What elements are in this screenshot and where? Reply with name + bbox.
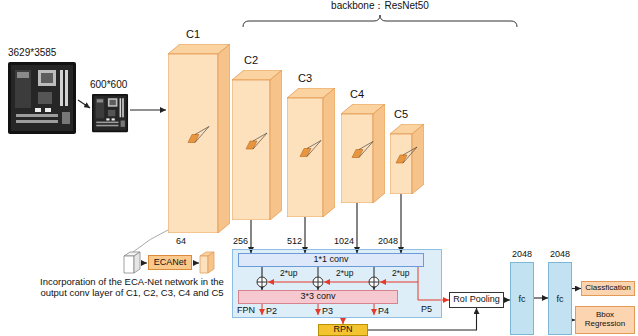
channel-count: 256 [226,236,248,246]
layer-name: fc [518,294,525,304]
module-name: ECANet [154,258,187,268]
layer-name: C3 [287,72,323,85]
feature-block [168,44,230,233]
layer-name: C4 [341,88,373,101]
panel-name: FPN [237,305,255,316]
sum-circle [369,277,379,287]
operation-label: 2*up [280,269,298,279]
fpn-panel: FPN 1*1 conv 3*3 conv [232,249,442,318]
layer-name: C1 [168,28,218,41]
feature-map: C5 [390,108,424,194]
feature-map: C1 [168,28,230,233]
feature-block [390,124,424,194]
level-label: P2 [266,306,277,316]
fc-block: fc [548,262,572,335]
sum-circle [313,277,323,287]
connector [304,217,305,253]
connector [356,203,357,253]
conv-label: 3*3 conv [300,292,335,302]
channel-count: 64 [176,236,186,246]
layer-name: fc [556,294,563,304]
pooling-box: RoI Pooling [449,292,504,308]
fc-layer: 2048fc [510,249,534,335]
level-label: P4 [378,306,389,316]
connector [400,194,401,253]
board-photo-small [92,94,128,132]
attention-module: ECANet [148,255,192,270]
level-label: P3 [322,306,333,316]
pooling-label: RoI Pooling [453,295,500,305]
flow-arrow [78,100,90,108]
output-box: Classfication [581,281,635,296]
operation-label: 2*up [336,269,354,279]
layer-name: C2 [232,54,270,67]
channel-count: 2048 [370,236,398,246]
backbone-label: backbone：ResNet50 [300,0,460,12]
output-label: Classfication [585,284,630,293]
fc-layer: 2048fc [548,249,572,335]
sum-circle [257,277,267,287]
feature-map: C3 [287,72,335,217]
channel-count: 1024 [326,236,354,246]
feature-block [341,104,385,203]
size-label: 600*600 [90,79,127,91]
conv-box: 3*3 conv [238,290,398,304]
layer-name: C5 [390,108,412,121]
output-label: Bbox Regression [576,311,634,329]
level-label: P5 [421,304,432,314]
connector [442,299,449,300]
connector [572,288,581,289]
layer-width: 2048 [496,249,548,260]
operation-label: 2*up [392,269,410,279]
size-label: 3629*3585 [8,47,56,59]
eca-icons [124,230,214,273]
feature-map: C4 [341,88,385,203]
conv-label: 1*1 conv [313,255,348,265]
note-text: Incorporation of the ECA-Net network in … [34,277,230,299]
connector [534,297,548,298]
flow-arrow [130,109,166,110]
output-box: Bbox Regression [575,306,635,334]
channel-count: 512 [280,236,302,246]
feature-map: C2 [232,54,282,220]
fpn-ground [232,249,442,318]
rpn-label: RPN [333,325,352,335]
sum-symbols [257,277,379,287]
fc-block: fc [510,262,534,335]
layer-width: 2048 [534,249,586,260]
connector [261,267,262,290]
feature-block [232,70,282,220]
backbone-bracket [243,15,517,27]
conv-box: 1*1 conv [238,253,424,267]
board-photo [8,62,76,134]
rpn-box: RPN [318,324,368,336]
feature-block [287,88,335,217]
